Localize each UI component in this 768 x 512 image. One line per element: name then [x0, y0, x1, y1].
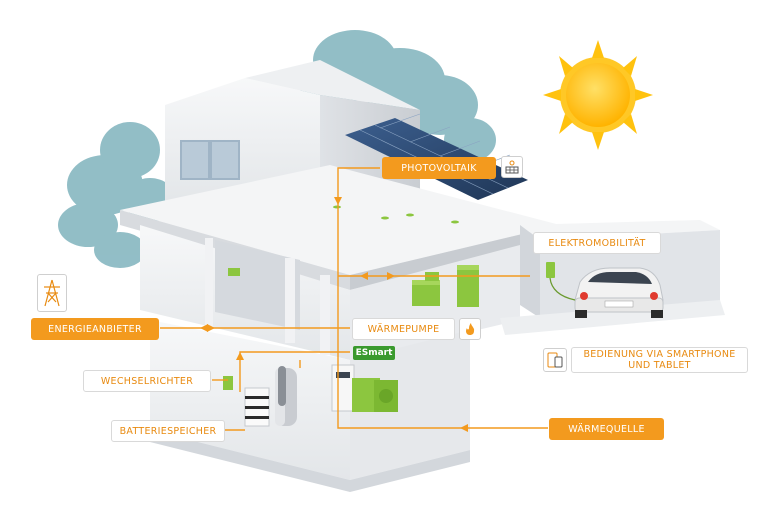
label-wechselrichter: WECHSELRICHTER — [83, 370, 211, 392]
label-waermepumpe: WÄRMEPUMPE — [352, 318, 455, 340]
label-batteriespeicher: BATTERIESPEICHER — [111, 420, 225, 442]
label-waermequelle: WÄRMEQUELLE — [549, 418, 664, 440]
sun — [543, 40, 653, 150]
esmart-logo: ESmart — [353, 346, 395, 360]
label-bedienung: BEDIENUNG VIA SMARTPHONE UND TABLET — [571, 347, 748, 373]
wallbox-charger — [546, 262, 576, 301]
flame-icon — [459, 318, 481, 340]
electric-car — [574, 267, 664, 318]
energy-flow-lines — [160, 167, 548, 431]
label-photovoltaik: PHOTOVOLTAIK — [382, 157, 496, 179]
water-storage-tank — [275, 366, 297, 426]
label-energieanbieter: ENERGIEANBIETER — [31, 318, 159, 340]
flow-arrowheads — [200, 197, 468, 432]
ceiling-lights — [333, 205, 459, 224]
inverter-device — [223, 376, 233, 390]
label-elektromobilitaet: ELEKTROMOBILITÄT — [533, 232, 661, 254]
power-pylon-icon — [37, 274, 67, 312]
label-bedienung-line2: UND TABLET — [628, 360, 691, 371]
solar-panel-icon — [501, 156, 523, 178]
smartphone-tablet-icon — [543, 348, 567, 372]
label-bedienung-line1: BEDIENUNG VIA SMARTPHONE — [583, 349, 736, 360]
battery-storage-device — [244, 387, 270, 427]
